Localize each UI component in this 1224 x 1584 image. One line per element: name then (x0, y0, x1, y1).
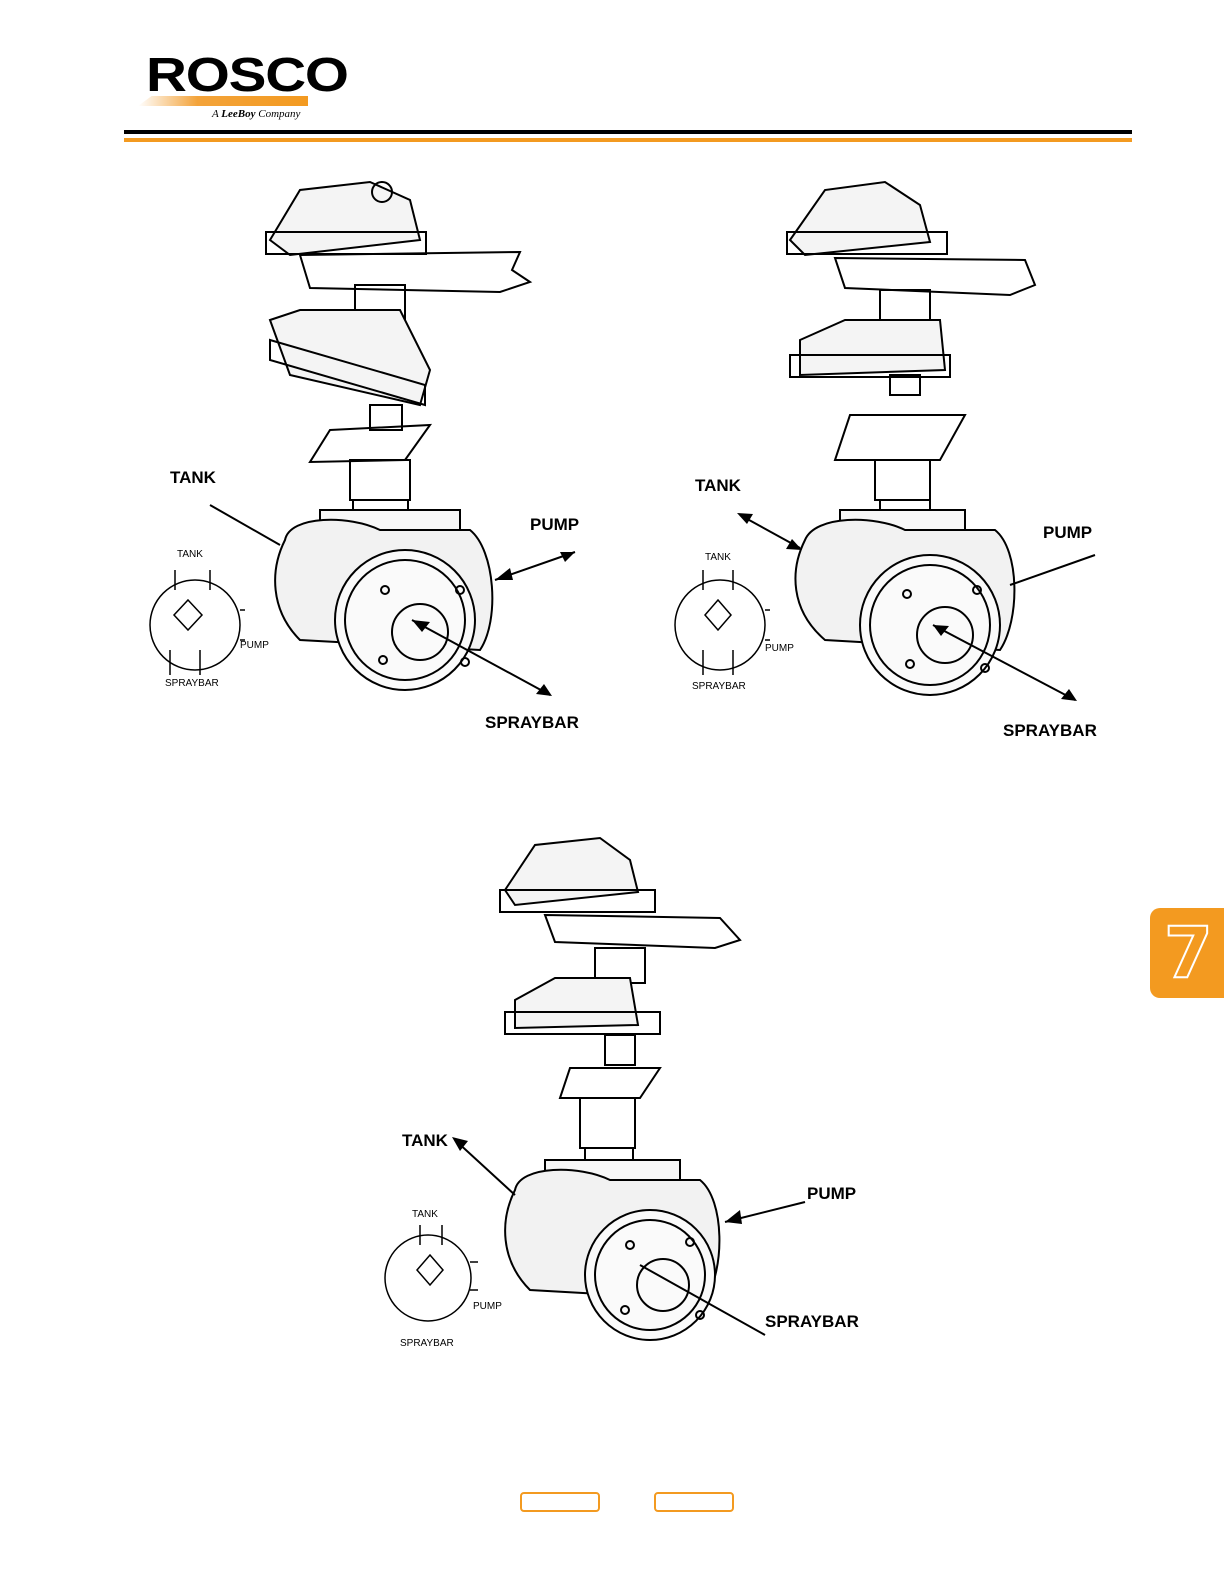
valve-figure-3: TANK PUMP SPRAYBAR TANK PUMP SPRAYBAR (380, 830, 880, 1360)
inset-label-spraybar: SPRAYBAR (165, 678, 219, 689)
inset-label-spraybar: SPRAYBAR (692, 681, 746, 692)
inset-label-spraybar: SPRAYBAR (400, 1338, 454, 1349)
label-tank: TANK (170, 468, 216, 488)
label-tank: TANK (695, 476, 741, 496)
valve-figure-2: TANK PUMP SPRAYBAR TANK PUMP SPRAYBAR (665, 170, 1125, 750)
logo-tagline: A LeeBoy Company (212, 108, 300, 120)
label-pump: PUMP (807, 1184, 856, 1204)
section-tab[interactable]: 7 (1150, 908, 1224, 998)
inset-label-tank: TANK (177, 549, 203, 560)
logo-tag-brand: LeeBoy (221, 108, 255, 120)
label-spraybar: SPRAYBAR (765, 1312, 859, 1332)
previous-page-button[interactable] (520, 1492, 600, 1512)
valve-figure-1: TANK PUMP SPRAYBAR TANK PUMP SPRAYBAR (140, 170, 600, 750)
logo-swoosh (138, 96, 308, 106)
inset-label-tank: TANK (705, 552, 731, 563)
logo-tag-suffix: Company (258, 108, 300, 120)
valve-drawing-3 (380, 830, 880, 1360)
label-tank: TANK (402, 1131, 448, 1151)
label-spraybar: SPRAYBAR (485, 713, 579, 733)
inset-label-pump: PUMP (240, 640, 269, 651)
next-page-button[interactable] (654, 1492, 734, 1512)
section-tab-number: 7 (1164, 912, 1213, 994)
inset-label-pump: PUMP (473, 1301, 502, 1312)
label-pump: PUMP (1043, 523, 1092, 543)
label-pump: PUMP (530, 515, 579, 535)
header-rule-black (124, 130, 1132, 134)
inset-label-pump: PUMP (765, 643, 794, 654)
label-spraybar: SPRAYBAR (1003, 721, 1097, 741)
logo-tag-prefix: A (212, 108, 219, 120)
valve-drawing-1 (140, 170, 600, 750)
inset-label-tank: TANK (412, 1209, 438, 1220)
rosco-logo: ROSCO A LeeBoy Company (138, 52, 318, 124)
header-rule-orange (124, 138, 1132, 142)
logo-wordmark: ROSCO (146, 52, 348, 100)
valve-drawing-2 (665, 170, 1125, 750)
